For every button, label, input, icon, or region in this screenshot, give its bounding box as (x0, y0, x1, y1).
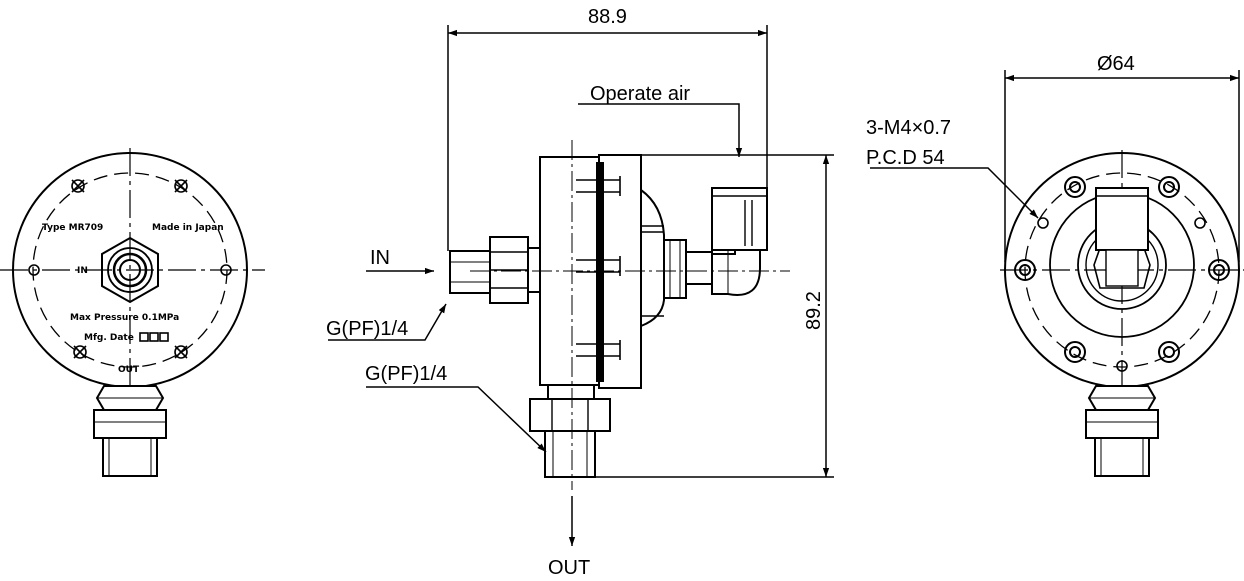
bolt-leader (870, 167, 1039, 219)
outlet-port-label: G(PF)1/4 (365, 363, 447, 385)
inlet-label: IN (370, 247, 390, 269)
width-dimension: 88.9 (588, 6, 627, 28)
rear-dimensions (870, 70, 1240, 262)
nameplate-outlet: OUT (118, 365, 140, 375)
nameplate-pressure: Max Pressure 0.1MPa (70, 313, 179, 323)
outlet-port-leader (366, 386, 547, 453)
front-bolt-holes (28, 179, 232, 359)
inlet-port-leader (328, 303, 447, 341)
operate-air-leader (578, 103, 743, 157)
nameplate-type: Type MR709 (42, 223, 103, 233)
rear-tapped-holes (1037, 217, 1206, 372)
height-dimension: 89.2 (803, 291, 825, 330)
outlet-neck (547, 384, 595, 400)
nameplate-date: Mfg. Date (84, 333, 134, 343)
rear-bolts (1014, 176, 1230, 363)
nameplate-origin: Made in Japan (152, 223, 224, 233)
outlet-label: OUT (548, 557, 590, 579)
diameter-dimension: Ø64 (1097, 53, 1135, 75)
pcd-label: P.C.D 54 (866, 147, 945, 169)
front-hex-nut (101, 236, 159, 304)
actuator-dome (640, 189, 665, 327)
rear-view (1000, 150, 1244, 477)
air-fitting (711, 187, 768, 251)
flange-bolts (576, 176, 621, 360)
outlet-hex (529, 398, 611, 432)
front-view (0, 148, 265, 477)
inlet-pipe (449, 250, 491, 294)
side-view (449, 140, 790, 490)
elbow (711, 245, 761, 296)
side-dimensions (328, 25, 834, 546)
rear-air-fitting (1095, 187, 1149, 251)
operate-air-label: Operate air (590, 83, 690, 105)
date-boxes (139, 332, 169, 342)
nameplate-inlet: IN (77, 266, 88, 276)
nameplate: Type MR709 Made in Japan IN Max Pressure… (42, 223, 224, 375)
bolt-spec-label: 3-M4×0.7 (866, 117, 951, 139)
inlet-port-label: G(PF)1/4 (326, 318, 408, 340)
